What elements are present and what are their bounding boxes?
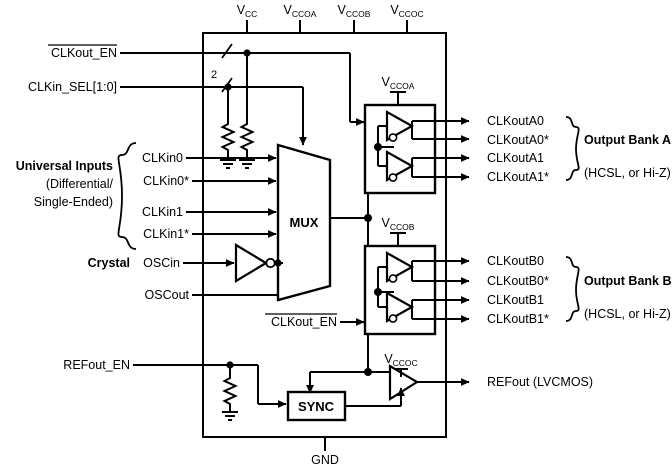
output-bank-a-brace bbox=[565, 116, 580, 181]
buffer-a0-invert-bubble-icon bbox=[388, 133, 398, 142]
clkin-sel-label: CLKin_SEL[1:0] bbox=[28, 80, 117, 94]
net-clkout-en-top bbox=[120, 43, 365, 123]
junction-dot bbox=[364, 214, 372, 222]
vccoa-label: V bbox=[284, 3, 293, 17]
net-oscout bbox=[192, 263, 279, 296]
gnd-label: GND bbox=[311, 453, 339, 467]
clkout-en-top-label: CLKout_EN bbox=[51, 46, 117, 60]
clkoutb0-star-label: CLKoutB0* bbox=[487, 274, 549, 288]
clkouta1-star-label: CLKoutA1* bbox=[487, 170, 549, 184]
clkin0-label: CLKin0 bbox=[142, 151, 183, 165]
universal-inputs-sub2: Single-Ended) bbox=[34, 195, 113, 209]
oscillator-inverter bbox=[234, 243, 269, 283]
vccoa-sub: CCOA bbox=[292, 9, 317, 19]
svg-text:VCCOA: VCCOA bbox=[284, 3, 317, 19]
junction-dot bbox=[243, 49, 251, 57]
vccoc-sub: CCOC bbox=[399, 9, 424, 19]
mux-block bbox=[276, 143, 332, 302]
vccoa-bank-label: VCCOA bbox=[382, 75, 415, 91]
bank-b-group-note: (HCSL, or Hi-Z) bbox=[584, 307, 671, 321]
buffer-b1-invert-bubble-icon bbox=[388, 314, 398, 323]
sync-block bbox=[286, 390, 347, 422]
clkout-en-internal-label-group: CLKout_EN bbox=[265, 313, 337, 329]
bank-a-group-note: (HCSL, or Hi-Z) bbox=[584, 166, 671, 180]
vccoa-stub bbox=[390, 91, 406, 105]
vccoc-stub bbox=[394, 368, 408, 377]
vccoc-label: V bbox=[390, 3, 399, 17]
mux-label: MUX bbox=[290, 215, 319, 230]
junction-dot bbox=[374, 288, 382, 296]
universal-inputs-brace bbox=[117, 142, 137, 250]
clkouta1-label: CLKoutA1 bbox=[487, 151, 544, 165]
pulldown-resistor-3 bbox=[222, 365, 238, 421]
svg-text:VCC: VCC bbox=[237, 3, 258, 19]
pulldown-resistor-1 bbox=[220, 120, 236, 169]
svg-text:VCCOC: VCCOC bbox=[390, 3, 423, 19]
vcc-label: V bbox=[237, 3, 246, 17]
refout-label: REFout (LVCMOS) bbox=[487, 375, 593, 389]
bank-a-output-traces bbox=[411, 117, 470, 181]
vcc-sub: CC bbox=[245, 9, 257, 19]
inverter-bubble-icon bbox=[265, 257, 276, 269]
supply-labels: VCC VCCOA VCCOB VCCOC bbox=[237, 3, 424, 19]
vccob-stub bbox=[390, 232, 406, 246]
vccob-label: V bbox=[338, 3, 347, 17]
clkout-en-top-label-group: CLKout_EN bbox=[48, 44, 117, 60]
oscout-label: OSCout bbox=[145, 288, 190, 302]
clkoutb1-label: CLKoutB1 bbox=[487, 293, 544, 307]
clkout-en-internal-label: CLKout_EN bbox=[271, 315, 337, 329]
supply-pin-stubs bbox=[246, 20, 408, 33]
buffer-b0-invert-bubble-icon bbox=[388, 274, 398, 283]
universal-inputs-group-label: Universal Inputs (Differential/ Single-E… bbox=[16, 159, 114, 209]
vccoc-bank-label: VCCOC bbox=[384, 352, 417, 368]
clkoutb1-star-label: CLKoutB1* bbox=[487, 312, 549, 326]
output-bank-b-brace bbox=[565, 256, 580, 322]
net-clkin-sel bbox=[120, 77, 304, 137]
vccob-sub: CCOB bbox=[346, 9, 371, 19]
vccob-bank-label: VCCOB bbox=[382, 216, 415, 232]
svg-text:VCCOB: VCCOB bbox=[338, 3, 371, 19]
universal-inputs-title: Universal Inputs bbox=[16, 159, 113, 173]
junction-dot bbox=[224, 83, 232, 91]
clkin1-label: CLKin1 bbox=[142, 205, 183, 219]
refout-buffer bbox=[388, 364, 420, 401]
universal-inputs-sub1: (Differential/ bbox=[46, 177, 114, 191]
refout-en-label: REFout_EN bbox=[63, 358, 130, 372]
bank-b-group-title: Output Bank B bbox=[584, 274, 672, 288]
crystal-title: Crystal bbox=[88, 256, 130, 270]
net-refout-en bbox=[133, 364, 287, 408]
junction-dot bbox=[374, 143, 382, 151]
net-sync-clock bbox=[306, 371, 368, 394]
sync-label: SYNC bbox=[298, 399, 335, 414]
oscin-label: OSCin bbox=[143, 256, 180, 270]
clkouta0-label: CLKoutA0 bbox=[487, 114, 544, 128]
buffer-a1-invert-bubble-icon bbox=[388, 173, 398, 182]
clkouta0-star-label: CLKoutA0* bbox=[487, 133, 549, 147]
bank-a-group-title: Output Bank A bbox=[584, 133, 671, 147]
bank-b-output-traces bbox=[411, 257, 470, 323]
net-sync-to-buffer-enable bbox=[345, 387, 405, 407]
clkin0-star-label: CLKin0* bbox=[143, 174, 189, 188]
clkoutb0-label: CLKoutB0 bbox=[487, 254, 544, 268]
clkin-sel-bus-width: 2 bbox=[211, 69, 217, 81]
clkin1-star-label: CLKin1* bbox=[143, 227, 189, 241]
pulldown-resistor-2 bbox=[239, 90, 255, 169]
